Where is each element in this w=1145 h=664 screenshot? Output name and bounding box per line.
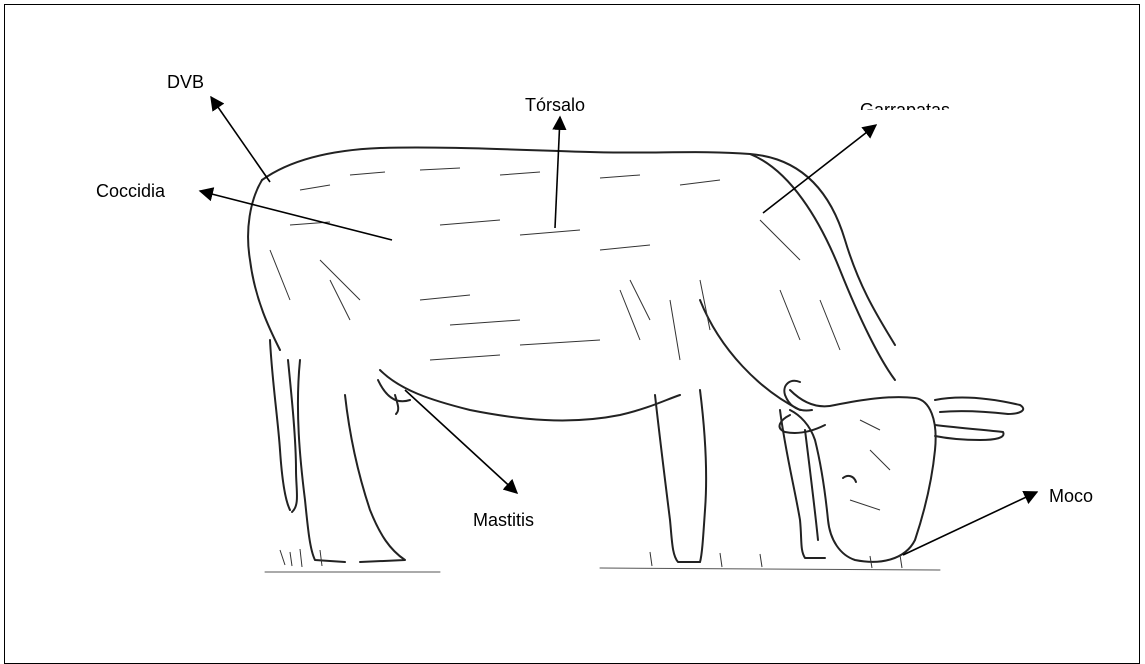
cow-illustration [248,147,1023,572]
label-torsalo: Tórsalo [525,95,585,115]
label-moco: Moco [1049,486,1093,506]
label-coccidia: Coccidia [96,181,165,201]
arrow-dvb [211,97,270,182]
label-dvb: DVB [167,72,204,92]
arrow-mastitis [405,390,517,493]
arrow-moco [903,492,1037,555]
arrows [200,97,1037,555]
arrow-coccidia [200,191,392,240]
cow-shading [270,168,902,568]
arrow-garrapatas [763,125,876,213]
arrow-torsalo [555,117,560,228]
label-mastitis: Mastitis [473,510,534,530]
label-garrapatas: Garrapatas [860,100,950,110]
